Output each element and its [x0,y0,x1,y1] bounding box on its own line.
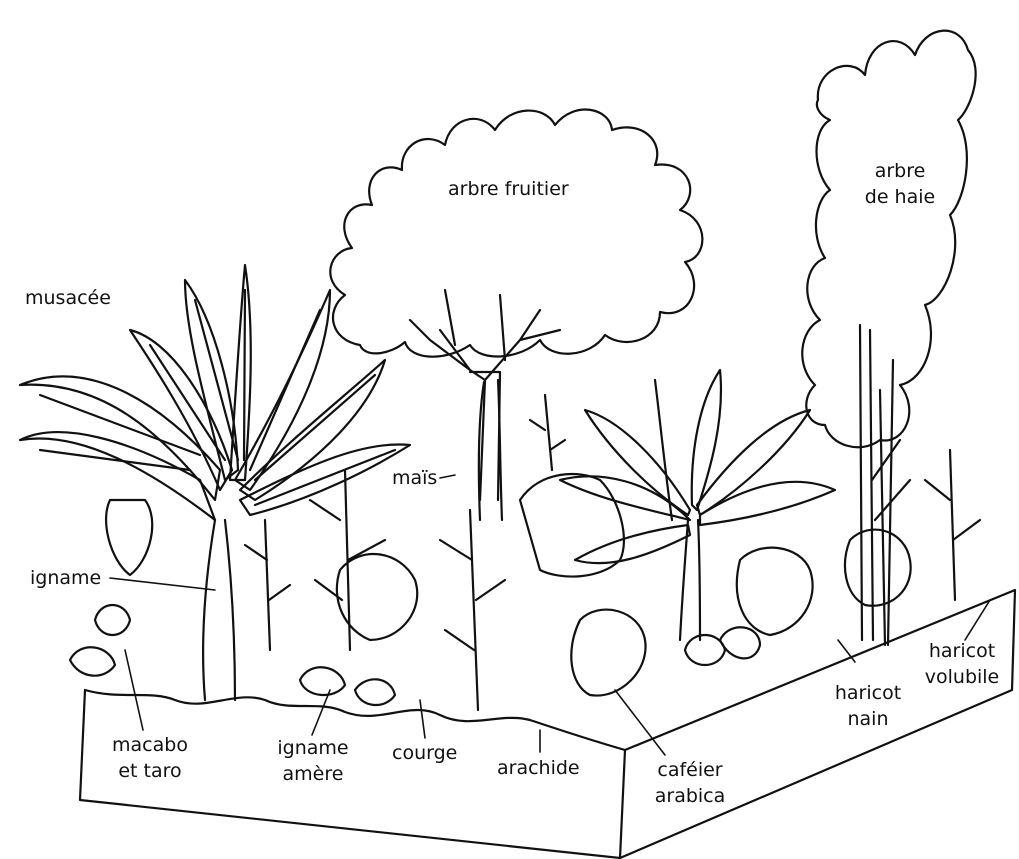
low-plants [70,605,760,705]
label-macabo-taro: macabo et taro [100,732,200,784]
label-arbre-de-haie-line2: de haie [850,184,950,210]
banana-plant-left [20,265,410,700]
label-arbre-fruitier: arbre fruitier [448,176,569,202]
label-courge: courge [392,740,457,766]
label-cafeier-arabica-line1: caféier [640,757,740,783]
label-igname-amere-line1: igname [263,735,363,761]
undergrowth [337,474,911,696]
label-arachide: arachide [497,755,580,781]
label-arbre-de-haie: arbre de haie [850,158,950,210]
label-macabo-taro-line1: macabo [100,732,200,758]
label-cafeier-arabica: caféier arabica [640,757,740,809]
label-haricot-volubile: haricot volubile [912,638,1012,690]
hedge-tree-canopy [802,31,975,448]
label-mais: maïs [392,465,437,491]
hedge-tree-trunk [860,325,910,645]
label-haricot-volubile-line1: haricot [912,638,1012,664]
label-haricot-nain-line2: nain [818,706,918,732]
label-igname: igname [30,565,101,591]
fruit-tree-canopy [330,110,702,357]
label-haricot-volubile-line2: volubile [912,664,1012,690]
label-musacee: musacée [25,285,111,311]
label-macabo-taro-line2: et taro [100,758,200,784]
label-haricot-nain-line1: haricot [818,680,918,706]
label-igname-amere: igname amère [263,735,363,787]
label-cafeier-arabica-line2: arabica [640,783,740,809]
banana-plant-center [560,370,835,640]
label-igname-amere-line2: amère [263,761,363,787]
label-arbre-de-haie-line1: arbre [850,158,950,184]
label-haricot-nain: haricot nain [818,680,918,732]
maize-plants [245,395,980,710]
